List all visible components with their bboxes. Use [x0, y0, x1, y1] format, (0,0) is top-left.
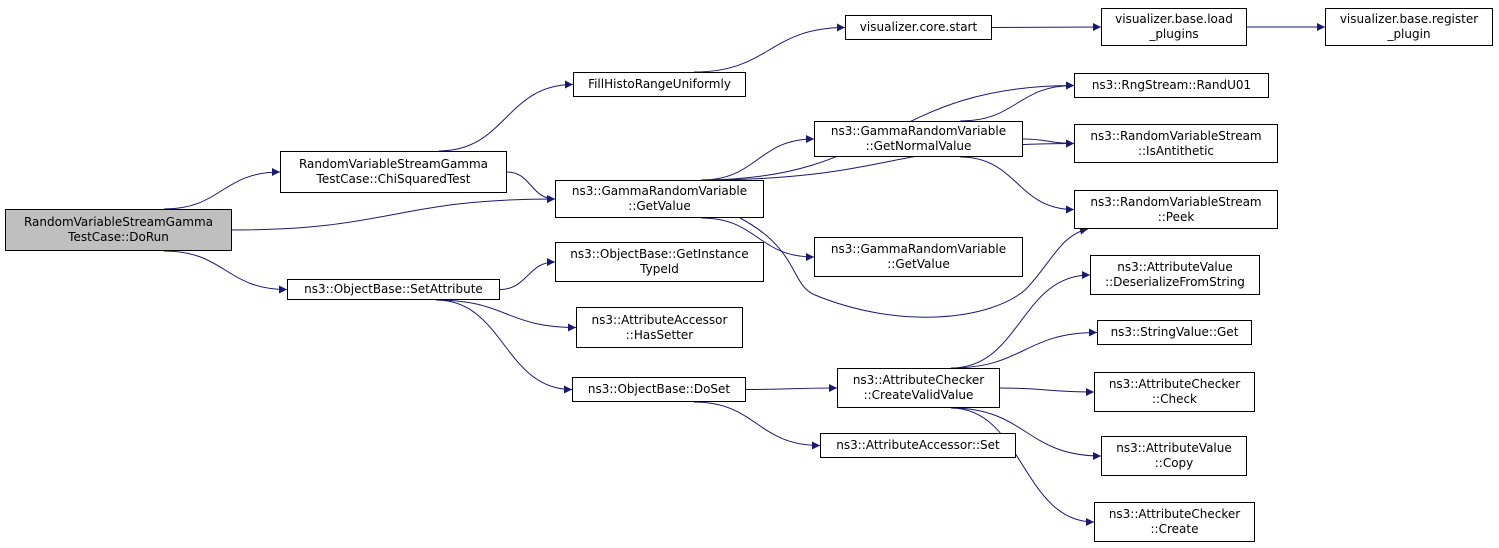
edge-dorun-to-chisq: [163, 168, 281, 210]
node-label-line: ns3::ObjectBase::SetAttribute: [304, 282, 483, 296]
node-createvalid[interactable]: ns3::AttributeChecker::CreateValidValue: [837, 368, 1000, 408]
edge-gammaget-to-gammaget2: [701, 217, 815, 261]
node-label-line: ns3::AttributeAccessor: [591, 312, 728, 327]
edge-gammanormal-to-peek: [960, 156, 1075, 214]
node-randu01[interactable]: ns3::RngStream::RandU01: [1074, 73, 1269, 98]
node-label-line: ::Check: [1152, 392, 1197, 406]
node-label-line: ns3::ObjectBase::DoSet: [587, 382, 731, 396]
node-label-line: ns3::ObjectBase::GetInstance: [570, 247, 749, 261]
node-label-line: RandomVariableStreamGamma: [23, 215, 214, 229]
edge-setattr-to-hassetter: [436, 299, 577, 332]
node-label-line: ::Create: [1150, 522, 1199, 536]
node-label-line: ns3::RandomVariableStream: [1090, 128, 1262, 143]
edge-doset-to-accset: [693, 401, 821, 450]
node-create[interactable]: ns3::AttributeChecker::Create: [1094, 502, 1255, 542]
edge-setattr-to-gettypeid: [499, 258, 556, 290]
node-label-line: ns3::RngStream::RandU01: [1091, 78, 1252, 92]
node-label-line: ::IsAntithetic: [1137, 143, 1215, 158]
edge-createvalid-to-copy: [951, 407, 1102, 460]
node-label-line: ::GetValue: [628, 199, 691, 213]
node-doset[interactable]: ns3::ObjectBase::DoSet: [572, 377, 746, 402]
node-label-line: ::CreateValidValue: [863, 388, 974, 402]
call-edges: [163, 23, 1325, 526]
edge-gammanormal-to-randu01: [960, 81, 1075, 122]
node-gammanormal[interactable]: ns3::GammaRandomVariable::GetNormalValue: [814, 121, 1023, 157]
node-label-line: ns3::AttributeValue: [1116, 441, 1232, 455]
node-label-line: ::Peek: [1157, 209, 1195, 224]
edge-dorun-to-gammaget: [231, 195, 556, 231]
node-label-line: ns3::AttributeAccessor::Set: [836, 438, 1000, 452]
node-label-line: TestCase::DoRun: [68, 230, 169, 244]
edge-createvalid-to-deser: [951, 271, 1091, 369]
node-copy[interactable]: ns3::AttributeValue::Copy: [1101, 436, 1247, 476]
node-label-line: ns3::RandomVariableStream: [1090, 194, 1262, 209]
node-peek[interactable]: ns3::RandomVariableStream::Peek: [1074, 190, 1278, 229]
node-label-line: _plugin: [1387, 27, 1431, 41]
node-label-line: ns3::StringValue::Get: [1110, 325, 1239, 339]
edge-vizstart-to-vizload: [991, 23, 1102, 32]
node-label-line: ns3::GammaRandomVariable: [830, 242, 1007, 256]
node-deser[interactable]: ns3::AttributeValue::DeserializeFromStri…: [1090, 255, 1260, 295]
node-vizreg[interactable]: visualizer.base.register_plugin: [1325, 8, 1493, 46]
node-label-line: visualizer.base.register: [1339, 12, 1479, 26]
node-isanti[interactable]: ns3::RandomVariableStream::IsAntithetic: [1074, 124, 1278, 163]
edge-chisq-to-gammaget: [506, 171, 556, 203]
edge-createvalid-to-strget: [951, 328, 1098, 369]
edge-gammaget-to-gammanormal: [701, 135, 815, 181]
edge-createvalid-to-check: [999, 387, 1095, 396]
node-label-line: ns3::AttributeChecker: [1108, 507, 1241, 521]
node-label-line: FillHistoRangeUniformly: [588, 77, 731, 91]
node-label-line: TypeId: [640, 262, 679, 276]
node-label-line: ns3::GammaRandomVariable: [830, 124, 1007, 138]
node-label-line: ::GetValue: [887, 257, 950, 271]
edge-gammaget-to-peek: [739, 217, 1089, 318]
node-gammaget2[interactable]: ns3::GammaRandomVariable::GetValue: [814, 237, 1023, 277]
node-label-line: _plugins: [1149, 27, 1199, 41]
node-strget[interactable]: ns3::StringValue::Get: [1097, 320, 1252, 345]
node-label-line: ::HasSetter: [625, 327, 694, 342]
edge-dorun-to-setattr: [163, 250, 288, 294]
node-label-line: visualizer.core.start: [859, 20, 978, 34]
node-label-line: ns3::AttributeChecker: [1108, 377, 1241, 391]
edge-gammanormal-to-isanti: [1022, 138, 1075, 148]
node-label-line: ns3::AttributeChecker: [852, 373, 985, 387]
edge-setattr-to-doset: [436, 299, 573, 394]
node-vizstart[interactable]: visualizer.core.start: [845, 15, 992, 40]
node-accset[interactable]: ns3::AttributeAccessor::Set: [820, 433, 1016, 458]
node-label-line: visualizer.base.load: [1115, 12, 1233, 26]
node-label-line: ns3::AttributeValue: [1117, 260, 1233, 274]
edge-doset-to-createvalid: [745, 384, 838, 393]
node-gammaget[interactable]: ns3::GammaRandomVariable::GetValue: [555, 180, 764, 218]
node-label-line: ::DeserializeFromString: [1105, 275, 1245, 289]
node-label-line: ::GetNormalValue: [865, 139, 972, 153]
edge-createvalid-to-create: [951, 407, 1095, 526]
node-label-line: TestCase::ChiSquaredTest: [316, 172, 471, 186]
node-hassetter[interactable]: ns3::AttributeAccessor::HasSetter: [576, 307, 743, 348]
node-vizload[interactable]: visualizer.base.load_plugins: [1101, 8, 1247, 46]
edge-chisq-to-fillhisto: [438, 80, 574, 152]
node-setattr[interactable]: ns3::ObjectBase::SetAttribute: [287, 279, 500, 300]
node-label-line: ns3::GammaRandomVariable: [571, 184, 748, 198]
node-label-line: RandomVariableStreamGamma: [298, 157, 489, 171]
node-fillhisto[interactable]: FillHistoRangeUniformly: [573, 72, 746, 97]
node-label-line: ::Copy: [1154, 456, 1194, 470]
node-check[interactable]: ns3::AttributeChecker::Check: [1094, 372, 1255, 412]
edge-fillhisto-to-vizstart: [694, 23, 846, 73]
